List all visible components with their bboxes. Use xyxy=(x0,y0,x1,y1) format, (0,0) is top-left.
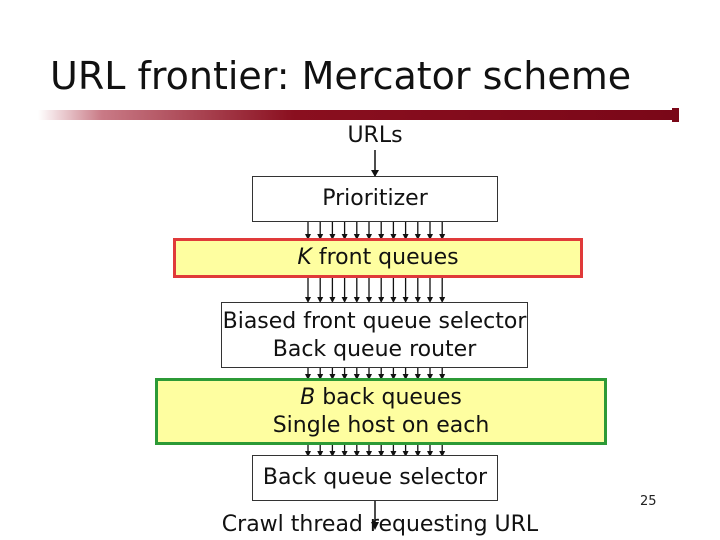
front-queues-label: K front queues xyxy=(176,244,580,272)
queue-arrowhead xyxy=(427,374,433,380)
back-selector-box: Back queue selector xyxy=(252,455,498,501)
queue-arrowhead xyxy=(317,374,324,380)
front-queues-var: K xyxy=(297,245,312,270)
queue-arrowhead xyxy=(341,234,348,240)
queue-arrowhead xyxy=(353,297,360,303)
queue-arrowhead xyxy=(353,451,360,457)
queue-arrowhead xyxy=(439,451,446,457)
queue-arrowhead xyxy=(378,297,385,303)
single-host-label: Single host on each xyxy=(272,413,490,438)
back-queues-text: back queues xyxy=(315,385,462,410)
queue-arrowhead xyxy=(414,234,421,240)
queue-arrowhead xyxy=(414,297,421,303)
queue-arrowhead xyxy=(378,234,385,240)
page-number: 25 xyxy=(640,494,657,509)
queue-arrowhead xyxy=(305,451,311,457)
queue-arrowhead xyxy=(329,451,336,457)
queue-arrowhead xyxy=(402,451,409,457)
queue-arrowhead xyxy=(390,374,397,380)
front-queues-text: front queues xyxy=(311,245,459,270)
prioritizer-box: Prioritizer xyxy=(252,176,498,222)
queue-arrowhead xyxy=(305,234,311,240)
queue-arrowhead xyxy=(427,234,433,240)
queue-arrowhead xyxy=(390,297,397,303)
slide-title: URL frontier: Mercator scheme xyxy=(50,54,632,98)
queue-arrowhead xyxy=(353,374,360,380)
queue-arrowhead xyxy=(341,297,348,303)
crawl-thread-label: Crawl thread requesting URL xyxy=(221,512,539,537)
queue-arrowhead xyxy=(439,374,446,380)
back-queues-label: B back queues xyxy=(158,384,604,412)
queue-arrowhead xyxy=(390,451,397,457)
queue-arrowhead xyxy=(317,234,324,240)
queue-arrowhead xyxy=(329,234,336,240)
queue-arrowhead xyxy=(353,234,360,240)
urls-label: URLs xyxy=(347,123,403,148)
queue-arrowhead xyxy=(317,297,324,303)
queue-arrowhead xyxy=(366,374,372,380)
queue-arrowhead xyxy=(366,234,372,240)
queue-arrowhead xyxy=(378,374,385,380)
selector-router-box: Biased front queue selector Back queue r… xyxy=(221,302,528,368)
queue-arrowhead xyxy=(427,451,433,457)
arrowhead-urls xyxy=(371,170,379,177)
queue-arrowhead xyxy=(317,451,324,457)
arrow-bundle-front-to-selector xyxy=(305,278,446,303)
front-queues-box: K front queues xyxy=(173,238,583,278)
back-queues-box: B back queues Single host on each xyxy=(155,378,607,445)
back-selector-label: Back queue selector xyxy=(262,465,488,490)
prioritizer-label: Prioritizer xyxy=(322,186,428,211)
queue-arrowhead xyxy=(366,451,372,457)
back-router-label: Back queue router xyxy=(272,337,477,362)
arrow-bundle-router-to-back xyxy=(305,368,446,380)
queue-arrowhead xyxy=(402,234,409,240)
back-queues-var: B xyxy=(300,385,316,410)
queue-arrowhead xyxy=(305,374,311,380)
arrow-bundle-prioritizer-to-front xyxy=(305,222,446,240)
arrowhead-thread xyxy=(371,522,379,530)
queue-arrowhead xyxy=(439,297,446,303)
front-selector-label: Biased front queue selector xyxy=(222,309,527,334)
queue-arrowhead xyxy=(402,374,409,380)
queue-arrowhead xyxy=(414,374,421,380)
queue-arrowhead xyxy=(427,297,433,303)
title-underline xyxy=(38,110,678,120)
queue-arrowhead xyxy=(305,297,311,303)
queue-arrowhead xyxy=(366,297,372,303)
queue-arrowhead xyxy=(390,234,397,240)
queue-arrowhead xyxy=(439,234,446,240)
queue-arrowhead xyxy=(329,297,336,303)
queue-arrowhead xyxy=(329,374,336,380)
title-underline-tab xyxy=(672,108,679,122)
queue-arrowhead xyxy=(414,451,421,457)
arrow-bundle-back-to-selector xyxy=(305,445,446,457)
queue-arrowhead xyxy=(378,451,385,457)
queue-arrowhead xyxy=(341,374,348,380)
queue-arrowhead xyxy=(402,297,409,303)
queue-arrowhead xyxy=(341,451,348,457)
